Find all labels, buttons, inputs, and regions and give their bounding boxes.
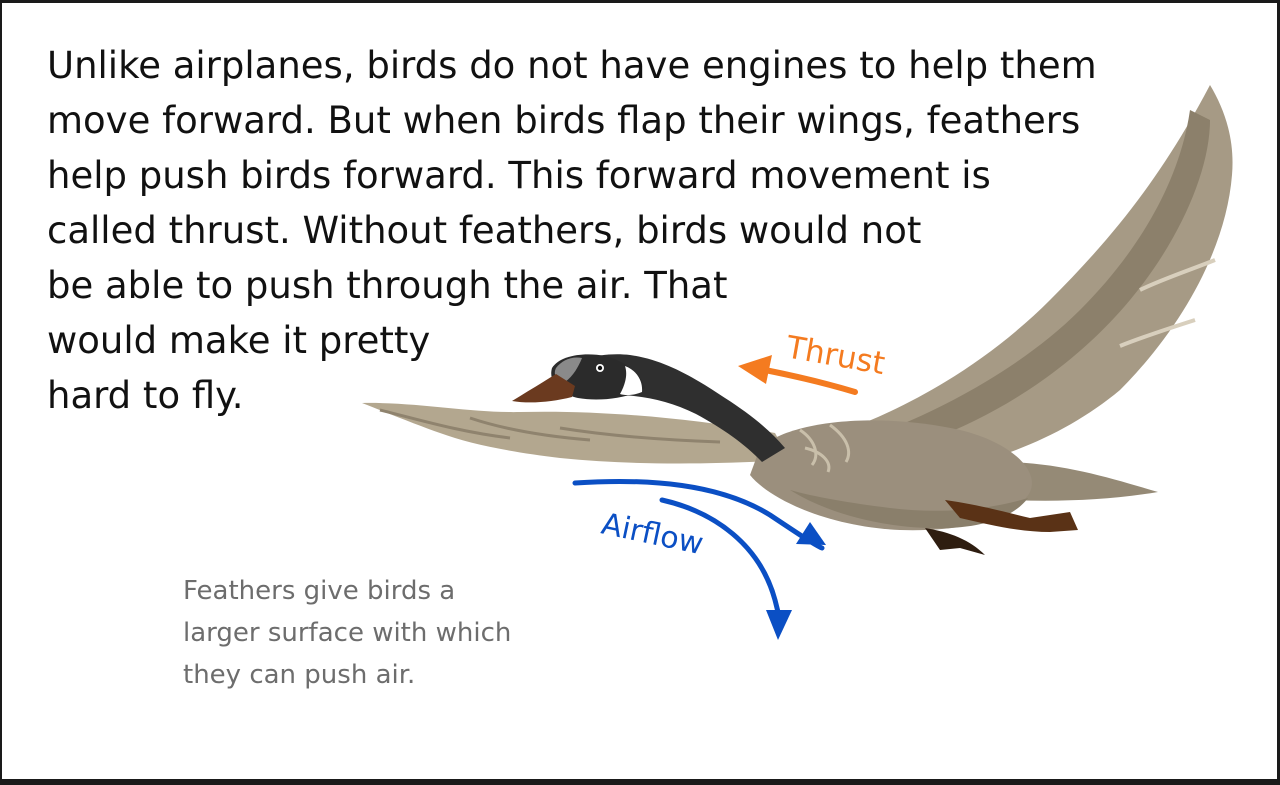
caption-line: they can push air. [183,660,416,690]
body-feather-detail [799,423,851,473]
right-wing-shading [900,110,1210,440]
main-line: be able to push through the air. That [47,264,728,307]
tail [1000,462,1158,501]
eye-pupil [597,365,603,371]
airflow-label: Airflow [598,507,706,563]
frame-border-bottom [0,779,1280,785]
main-line: move forward. But when birds flap their … [47,99,1081,142]
right-wing-highlight [1119,258,1216,348]
caption: Feathers give birds a larger surface wit… [183,570,511,696]
left-wing-feather-detail [379,408,721,444]
beak [512,374,575,403]
thrust-arrowhead-icon [738,355,772,384]
main-paragraph: Unlike airplanes, birds do not have engi… [47,38,1097,423]
legs [945,500,1078,532]
forehead-patch [554,357,582,384]
frame-border-left [0,0,2,785]
airflow-arrowhead-down-icon [766,610,792,640]
frame-border-top [0,0,1280,3]
left-wing [362,402,790,464]
main-line: called thrust. Without feathers, birds w… [47,209,922,252]
caption-line: Feathers give birds a [183,576,456,606]
airflow-arrow-down-icon [659,497,781,615]
frame-border-right [1277,0,1280,785]
right-wing [800,85,1233,475]
main-line: help push birds forward. This forward mo… [47,154,991,197]
main-line: Unlike airplanes, birds do not have engi… [47,44,1097,87]
main-line: would make it pretty [47,319,431,362]
thrust-arrow-icon [762,367,858,395]
main-line: hard to fly. [47,374,244,417]
airflow-arrowhead-right-icon [796,522,826,545]
caption-line: larger surface with which [183,618,512,648]
foot [925,528,985,555]
cheek-patch [620,366,643,396]
